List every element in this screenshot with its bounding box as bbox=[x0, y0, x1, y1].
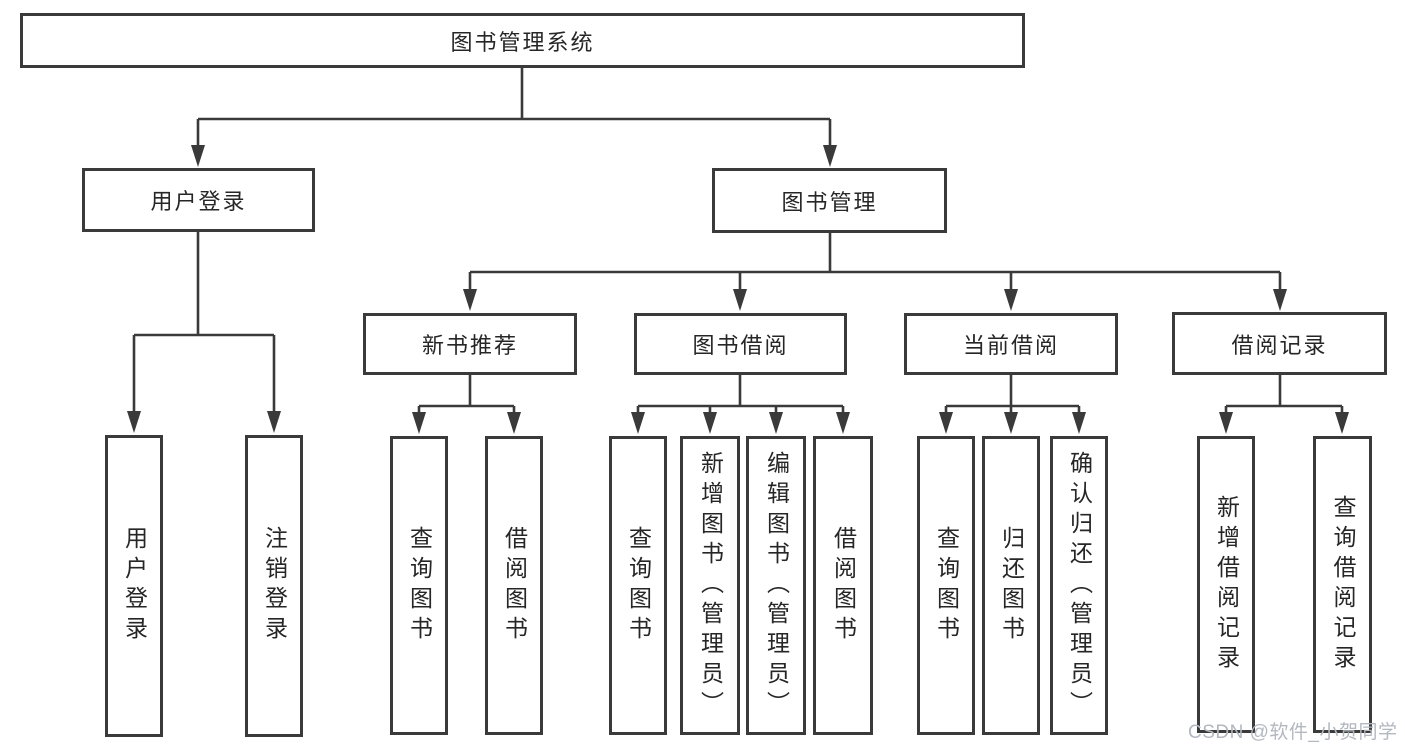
node-borrow-records: 借阅记录 bbox=[1172, 312, 1387, 375]
leaf-borrow-book-recommend-label: 借阅图书 bbox=[501, 525, 528, 646]
node-current-borrow: 当前借阅 bbox=[904, 313, 1118, 375]
leaf-confirm-return-admin-label: 确认归还（管理员） bbox=[1066, 450, 1093, 721]
leaf-return-book-label: 归还图书 bbox=[998, 525, 1025, 646]
leaf-add-book-admin: 新增图书（管理员） bbox=[680, 436, 740, 735]
csdn-watermark: CSDN @软件_小贺同学 bbox=[1188, 722, 1398, 743]
leaf-add-book-admin-label: 新增图书（管理员） bbox=[697, 450, 724, 721]
node-book-borrow-label: 图书借阅 bbox=[692, 333, 789, 358]
node-book-borrow: 图书借阅 bbox=[634, 313, 847, 375]
leaf-logout: 注销登录 bbox=[245, 435, 303, 737]
node-user-login-label: 用户登录 bbox=[150, 189, 247, 214]
node-new-book-recommend: 新书推荐 bbox=[363, 313, 577, 375]
arrowheads bbox=[127, 145, 1349, 434]
node-book-management-label: 图书管理 bbox=[781, 189, 878, 215]
node-user-login: 用户登录 bbox=[82, 168, 315, 232]
node-root-system: 图书管理系统 bbox=[20, 13, 1025, 68]
leaf-borrow-book-recommend: 借阅图书 bbox=[485, 436, 543, 735]
node-new-book-recommend-label: 新书推荐 bbox=[421, 333, 518, 358]
node-borrow-records-label: 借阅记录 bbox=[1231, 332, 1328, 358]
leaf-query-book-recommend-label: 查询图书 bbox=[406, 525, 433, 646]
leaf-add-borrow-record: 新增借阅记录 bbox=[1197, 436, 1255, 733]
leaf-edit-book-admin: 编辑图书（管理员） bbox=[746, 436, 806, 735]
leaf-borrow-book-label: 借阅图书 bbox=[830, 525, 857, 646]
leaf-query-book-borrow-label: 查询图书 bbox=[625, 525, 652, 646]
leaf-add-borrow-record-label: 新增借阅记录 bbox=[1213, 494, 1240, 675]
leaf-query-book-current: 查询图书 bbox=[917, 436, 975, 735]
leaf-query-borrow-record: 查询借阅记录 bbox=[1313, 436, 1372, 733]
node-root-label: 图书管理系统 bbox=[450, 29, 595, 55]
leaf-query-borrow-record-label: 查询借阅记录 bbox=[1330, 494, 1356, 675]
leaf-edit-book-admin-label: 编辑图书（管理员） bbox=[763, 450, 790, 721]
leaf-confirm-return-admin: 确认归还（管理员） bbox=[1050, 436, 1108, 735]
leaf-user-login: 用户登录 bbox=[105, 435, 163, 737]
node-current-borrow-label: 当前借阅 bbox=[962, 333, 1059, 358]
leaf-return-book: 归还图书 bbox=[982, 436, 1040, 735]
leaf-logout-label: 注销登录 bbox=[261, 526, 288, 646]
leaf-query-book-recommend: 查询图书 bbox=[390, 436, 448, 735]
leaf-query-book-borrow: 查询图书 bbox=[609, 436, 667, 735]
node-book-management: 图书管理 bbox=[712, 168, 947, 233]
leaf-borrow-book: 借阅图书 bbox=[813, 436, 873, 735]
leaf-user-login-label: 用户登录 bbox=[121, 526, 148, 646]
leaf-query-book-current-label: 查询图书 bbox=[933, 525, 960, 646]
